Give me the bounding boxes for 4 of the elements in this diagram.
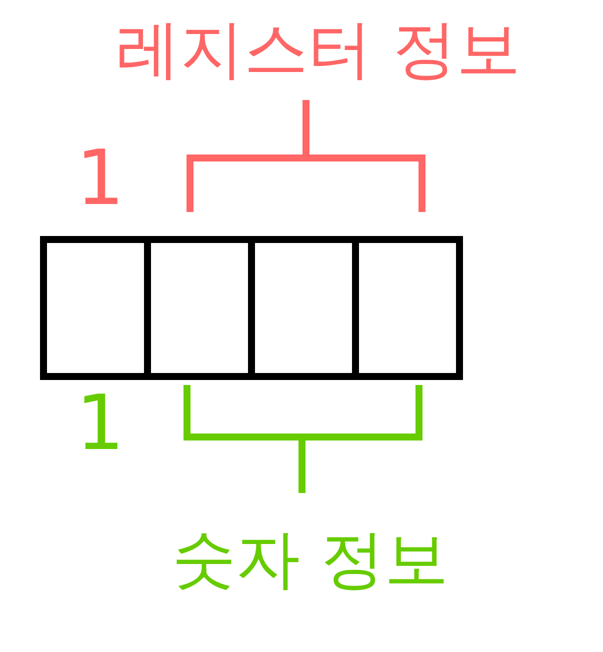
bit-count-label: 1 (76, 140, 124, 216)
group-label: 숫자 정보 (172, 528, 448, 592)
bit-count-label: 1 (76, 385, 124, 461)
group-label: 레지스터 정보 (116, 18, 520, 82)
